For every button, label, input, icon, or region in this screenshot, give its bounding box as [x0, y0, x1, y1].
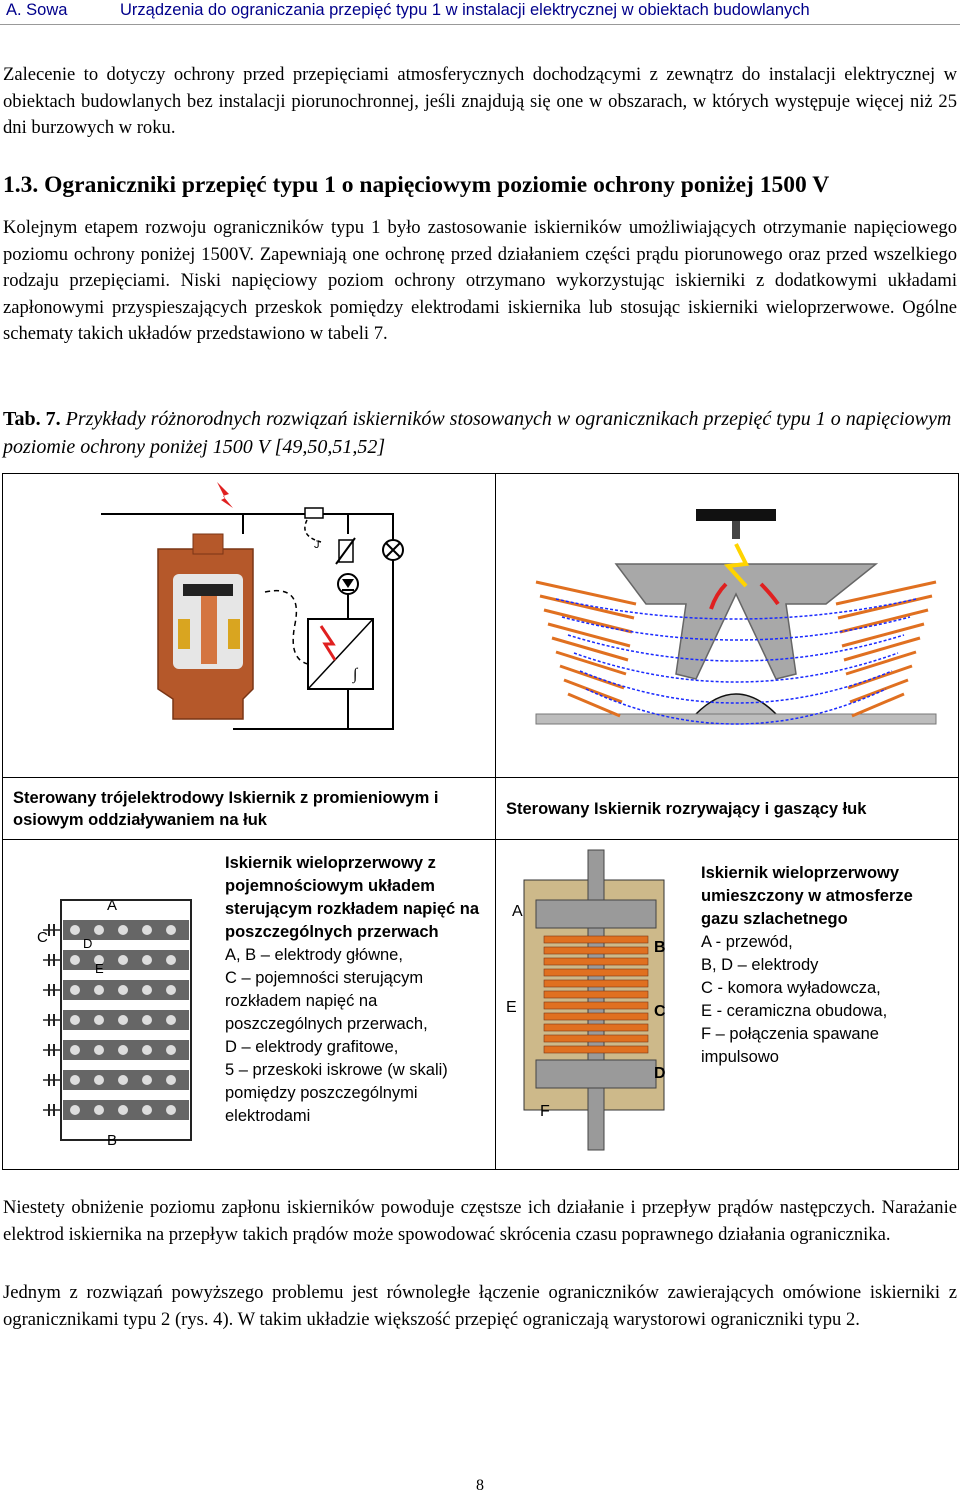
closing-paragraph-1: Niestety obniżenie poziomu zapłonu iskie…: [3, 1197, 957, 1245]
svg-text:E: E: [95, 961, 104, 976]
svg-text:A: A: [512, 903, 523, 920]
header-section: A. Sowa: [6, 1, 68, 19]
description-4: Iskiernik wieloprzerwowy umieszczony w a…: [701, 862, 951, 1069]
figure-cell-2: [495, 473, 959, 778]
svg-text:B: B: [107, 1132, 117, 1149]
svg-text:∫: ∫: [352, 666, 359, 684]
figure-cell-1: J ∫: [2, 473, 496, 778]
svg-text:C: C: [654, 1003, 666, 1020]
multi-gap-capacitive-figure: A B C D E: [37, 897, 192, 1149]
lamp-icon: [382, 539, 404, 561]
svg-text:J: J: [314, 539, 320, 551]
description-4-line: A - przewód,: [701, 933, 793, 951]
closing-paragraph-2: Jednym z rozwiązań powyższego problemu j…: [3, 1282, 957, 1330]
section-heading: 1.3. Ograniczniki przepięć typu 1 o napi…: [3, 172, 830, 198]
svg-text:C: C: [37, 929, 48, 946]
description-3-line: 5 – przeskoki iskrowe (w skali) pomiędzy…: [225, 1061, 448, 1125]
figure-cell-3: A B C D E Iskiernik wieloprzerwowy z poj…: [2, 839, 496, 1170]
spark-gap-table: J ∫: [2, 473, 959, 1170]
description-4-line: F – połączenia spawane impulsowo: [701, 1025, 879, 1066]
table-caption-text: Przykłady różnorodnych rozwiązań iskiern…: [3, 408, 952, 458]
header-title: Urządzenia do ograniczania przepięć typu…: [120, 1, 810, 19]
description-3: Iskiernik wieloprzerwowy z pojemnościowy…: [225, 852, 490, 1128]
description-4-line: E - ceramiczna obudowa,: [701, 1002, 888, 1020]
description-4-title: Iskiernik wieloprzerwowy umieszczony w a…: [701, 864, 913, 928]
table-caption: Tab. 7. Przykłady różnorodnych rozwiązań…: [3, 405, 957, 461]
spark-gap-body: [157, 533, 254, 720]
fuse-icon: [304, 507, 324, 519]
electrodes: [614, 563, 879, 680]
page-number: 8: [476, 1477, 484, 1494]
svg-text:F: F: [540, 1103, 550, 1120]
description-4-line: B, D – elektrody: [701, 956, 819, 974]
svg-text:A: A: [107, 897, 117, 914]
caption-cell-2: Sterowany Iskiernik rozrywający i gasząc…: [495, 777, 959, 840]
trigger-electrode: [696, 509, 776, 521]
description-4-line: C - komora wyładowcza,: [701, 979, 881, 997]
diode-icon: [337, 573, 359, 595]
switch-icon: [335, 537, 356, 565]
caption-2: Sterowany Iskiernik rozrywający i gasząc…: [506, 799, 867, 818]
svg-text:D: D: [654, 1065, 666, 1082]
three-electrode-spark-gap-figure: J ∫: [101, 482, 404, 730]
lightning-icon: [217, 482, 233, 508]
description-3-line: A, B – elektrody główne,: [225, 946, 403, 964]
noble-gas-spark-gap-figure: A B C D E F: [506, 849, 666, 1151]
table-caption-label: Tab. 7.: [3, 408, 61, 430]
description-3-line: D – elektrody grafitowe,: [225, 1038, 399, 1056]
section-paragraph: Kolejnym etapem rozwoju ograniczników ty…: [3, 217, 957, 345]
intro-paragraph: Zalecenie to dotyczy ochrony przed przep…: [3, 64, 957, 139]
figure-cell-4: A B C D E F Iskiernik wieloprzerwowy umi…: [495, 839, 959, 1170]
caption-cell-1: Sterowany trójelektrodowy Iskiernik z pr…: [2, 777, 496, 840]
description-3-line: C – pojemności sterującym rozkładem napi…: [225, 969, 428, 1033]
caption-1: Sterowany trójelektrodowy Iskiernik z pr…: [13, 788, 439, 829]
svg-text:B: B: [654, 939, 666, 956]
arc-breaking-spark-gap-figure: [535, 509, 937, 725]
running-header: A. Sowa Urządzenia do ograniczania przep…: [0, 0, 960, 25]
description-3-title: Iskiernik wieloprzerwowy z pojemnościowy…: [225, 854, 480, 941]
svg-text:E: E: [506, 999, 517, 1016]
svg-text:D: D: [83, 936, 92, 951]
